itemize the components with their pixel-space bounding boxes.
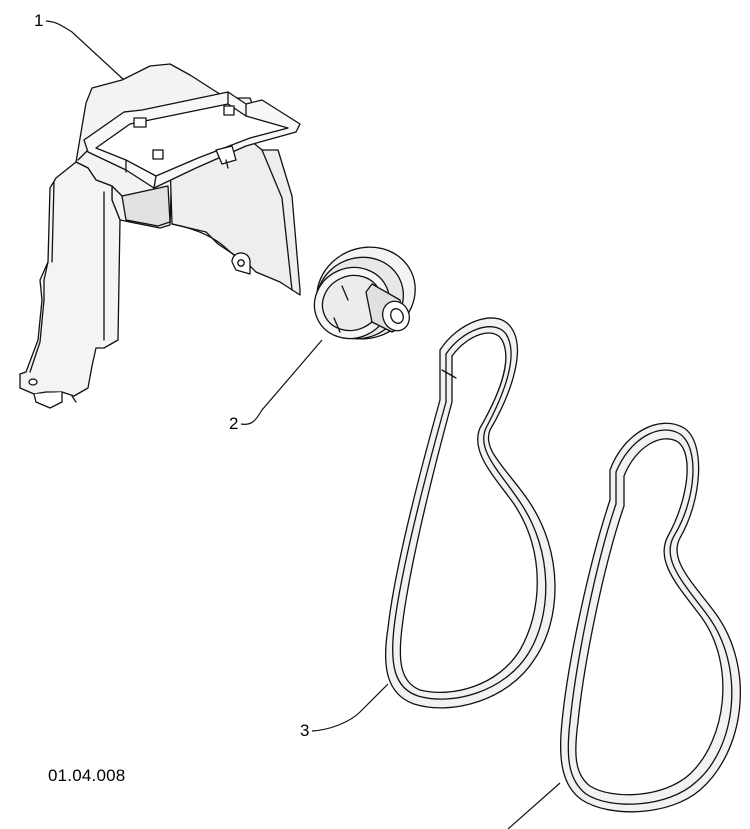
v-belt-icon — [559, 422, 741, 813]
callout-1-number: 1 — [34, 11, 43, 30]
belt-guard-bracket-icon — [19, 63, 301, 409]
callout-2-number: 2 — [229, 414, 238, 433]
v-belt-icon — [385, 317, 556, 709]
callout-4 — [507, 782, 561, 829]
callout-1-leader — [45, 20, 125, 81]
callout-3: 3 — [300, 683, 389, 740]
callout-4-leader — [507, 782, 561, 829]
callout-1: 1 — [34, 11, 125, 81]
pulley-icon — [313, 246, 416, 340]
figure-reference-code: 01.04.008 — [48, 766, 126, 785]
callout-3-number: 3 — [300, 721, 309, 740]
callout-2: 2 — [229, 339, 323, 433]
callout-3-leader — [311, 683, 389, 732]
callout-2-leader — [240, 339, 323, 425]
